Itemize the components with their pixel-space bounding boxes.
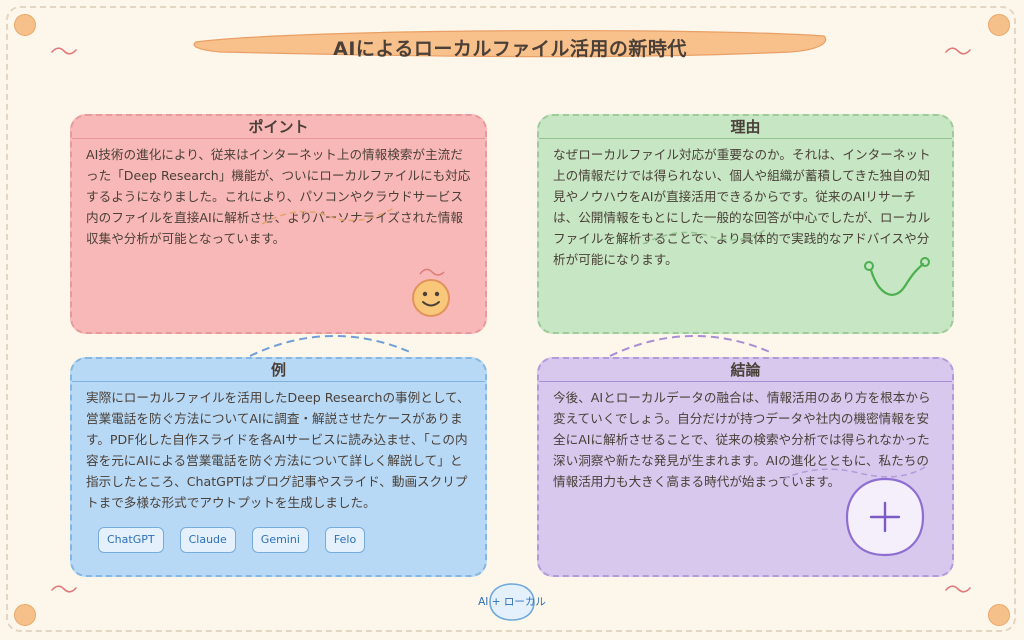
card-heading: ポイント xyxy=(72,116,485,139)
squiggle-icon xyxy=(51,585,77,593)
connector-arc xyxy=(609,335,771,357)
squiggle-icon xyxy=(51,47,77,55)
corner-dot-bottom-right xyxy=(988,604,1010,626)
card-reason: 理由 なぜローカルファイル対応が重要なのか。それは、インターネット上の情報だけで… xyxy=(537,114,954,334)
ai-local-badge: AI + ローカル xyxy=(462,582,562,622)
card-heading: 結論 xyxy=(539,359,952,382)
smiley-icon xyxy=(412,268,450,317)
corner-dot-bottom-left xyxy=(14,604,36,626)
card-text: 実際にローカルファイルを活用したDeep Researchの事例として、営業電話… xyxy=(86,390,470,510)
doodle-line-icon xyxy=(642,229,766,245)
tag-claude: Claude xyxy=(179,527,236,553)
ai-service-tags: ChatGPT Claude Gemini Felo xyxy=(98,527,366,553)
card-heading: 理由 xyxy=(539,116,952,139)
card-point: ポイント AI技術の進化により、従来はインターネット上の情報検索が主流だった「D… xyxy=(70,114,487,334)
doodle-line-icon xyxy=(782,466,926,480)
title-banner: AIによるローカルファイル活用の新時代 xyxy=(190,26,830,72)
squiggle-icon xyxy=(945,585,971,593)
plus-icon xyxy=(845,477,925,557)
brush-stroke-icon xyxy=(193,29,827,58)
corner-dot-top-left xyxy=(14,14,36,36)
page-frame xyxy=(6,6,1016,632)
corner-dot-top-right xyxy=(988,14,1010,36)
connector-arc xyxy=(249,335,411,357)
doodle-line-icon xyxy=(261,207,395,225)
tag-gemini: Gemini xyxy=(251,527,309,553)
squiggle-icon xyxy=(945,47,971,55)
card-example: 例 実際にローカルファイルを活用したDeep Researchの事例として、営業… xyxy=(70,357,487,577)
card-conclusion: 結論 今後、AIとローカルデータの融合は、情報活用のあり方を根本から変えていくで… xyxy=(537,357,954,577)
card-text: 今後、AIとローカルデータの融合は、情報活用のあり方を根本から変えていくでしょう… xyxy=(553,390,931,489)
page-title: AIによるローカルファイル活用の新時代 xyxy=(333,38,687,60)
badge-circle-icon xyxy=(489,583,535,621)
tag-felo: Felo xyxy=(324,527,366,553)
card-heading: 例 xyxy=(72,359,485,382)
badge-label: AI + ローカル xyxy=(478,596,546,608)
tag-chatgpt: ChatGPT xyxy=(98,527,164,553)
squiggle-icon xyxy=(864,257,930,296)
